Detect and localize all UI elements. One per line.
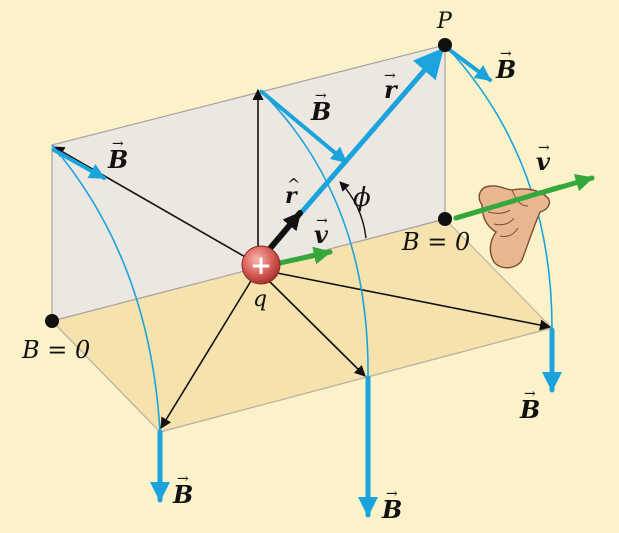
label-r-hat-caret: ^ [287, 175, 300, 194]
label-b-down-left: B [172, 480, 193, 509]
label-v-hand: v [536, 147, 551, 176]
field-line-right [444, 44, 553, 329]
label-phi: ϕ [353, 183, 371, 213]
label-v-charge: v [314, 220, 329, 249]
label-b-down-middle: B [381, 495, 402, 524]
b-zero-dot-right [438, 212, 452, 226]
charge-sign: + [250, 251, 272, 281]
plane-left-edge [51, 320, 161, 433]
label-p: P [436, 9, 453, 34]
b-arrow-upper-middle [260, 90, 348, 164]
field-lines [51, 44, 553, 433]
b-arrow-upper-left [52, 148, 106, 180]
point-p-dot [438, 38, 452, 52]
label-b-zero-left: B = 0 [21, 336, 90, 364]
vector-to-front-right [271, 271, 552, 331]
label-b-at-p-accent: → [500, 46, 512, 62]
label-b-upper-left: B [107, 145, 128, 174]
label-b-down-left-accent: → [177, 471, 189, 487]
field-line-middle [259, 89, 369, 379]
angle-phi-arc [339, 181, 367, 239]
label-b-upper-middle: B [310, 97, 331, 126]
label-r: r [384, 75, 399, 104]
downward-b-arrows [150, 327, 562, 518]
b-arrow-at-p [445, 46, 492, 82]
plane-front-edge [159, 327, 553, 433]
label-r-accent: → [384, 68, 396, 84]
label-q: q [253, 287, 267, 312]
position-vectors [53, 88, 552, 429]
label-b-at-p: B [495, 55, 516, 84]
label-b-down-middle-accent: → [386, 486, 398, 502]
label-b-upper-middle-accent: → [315, 88, 327, 104]
label-b-down-right: B [519, 395, 540, 424]
label-v-charge-accent: → [316, 213, 328, 229]
label-b-zero-right: B = 0 [401, 228, 470, 256]
velocity-line-over-hand [453, 184, 563, 221]
charge-sphere [241, 245, 281, 285]
velocity-vector-at-charge [272, 246, 333, 267]
label-v-hand-accent: → [538, 140, 550, 156]
tangent-b-arrows [52, 46, 492, 180]
field-line-left [51, 144, 161, 433]
b-zero-dot-left [45, 314, 59, 328]
label-b-upper-left-accent: → [112, 136, 124, 152]
label-b-down-right-accent: → [524, 386, 536, 402]
vector-to-upper-left [53, 146, 255, 263]
vector-to-front-left [160, 275, 255, 429]
label-r-hat: r [285, 183, 298, 209]
vector-to-front-middle [265, 277, 366, 377]
